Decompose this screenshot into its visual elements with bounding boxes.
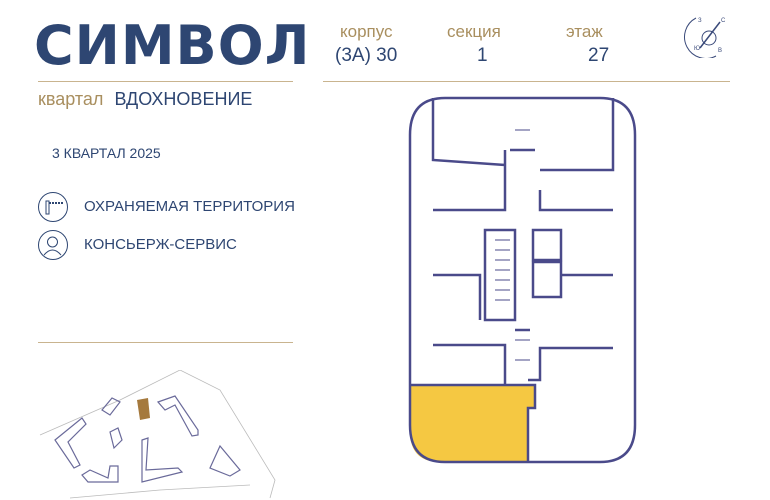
selected-apartment[interactable] xyxy=(410,385,535,462)
compass-north: С xyxy=(721,18,726,24)
barrier-icon xyxy=(38,192,68,222)
building-value: (3А) 30 xyxy=(335,45,398,66)
compass-east: В xyxy=(718,48,722,54)
building-marker xyxy=(137,398,150,420)
site-plan-map xyxy=(39,370,276,499)
section-label: секция xyxy=(447,22,501,41)
feature-label: ОХРАНЯЕМАЯ ТЕРРИТОРИЯ xyxy=(84,198,295,215)
floor-label: этаж xyxy=(566,22,603,41)
divider xyxy=(38,81,293,82)
district-name: ВДОХНОВЕНИЕ xyxy=(114,89,253,109)
divider xyxy=(38,342,293,343)
district: квартал ВДОХНОВЕНИЕ xyxy=(38,89,252,110)
feature-label: КОНСЬЕРЖ-СЕРВИС xyxy=(84,236,237,253)
divider xyxy=(323,81,730,82)
brand-logo: СИМВОЛ xyxy=(34,14,311,77)
compass-south: Ю xyxy=(694,46,700,52)
completion-date: 3 КВАРТАЛ 2025 xyxy=(52,145,161,161)
compass-west: З xyxy=(698,18,702,24)
floor-plan xyxy=(408,96,637,464)
floor-value: 27 xyxy=(588,45,610,66)
compass-icon: С В Ю З xyxy=(676,8,736,59)
concierge-icon xyxy=(38,230,68,260)
district-prefix: квартал xyxy=(38,89,104,109)
section-value: 1 xyxy=(477,45,488,66)
building-label: корпус xyxy=(340,22,393,41)
